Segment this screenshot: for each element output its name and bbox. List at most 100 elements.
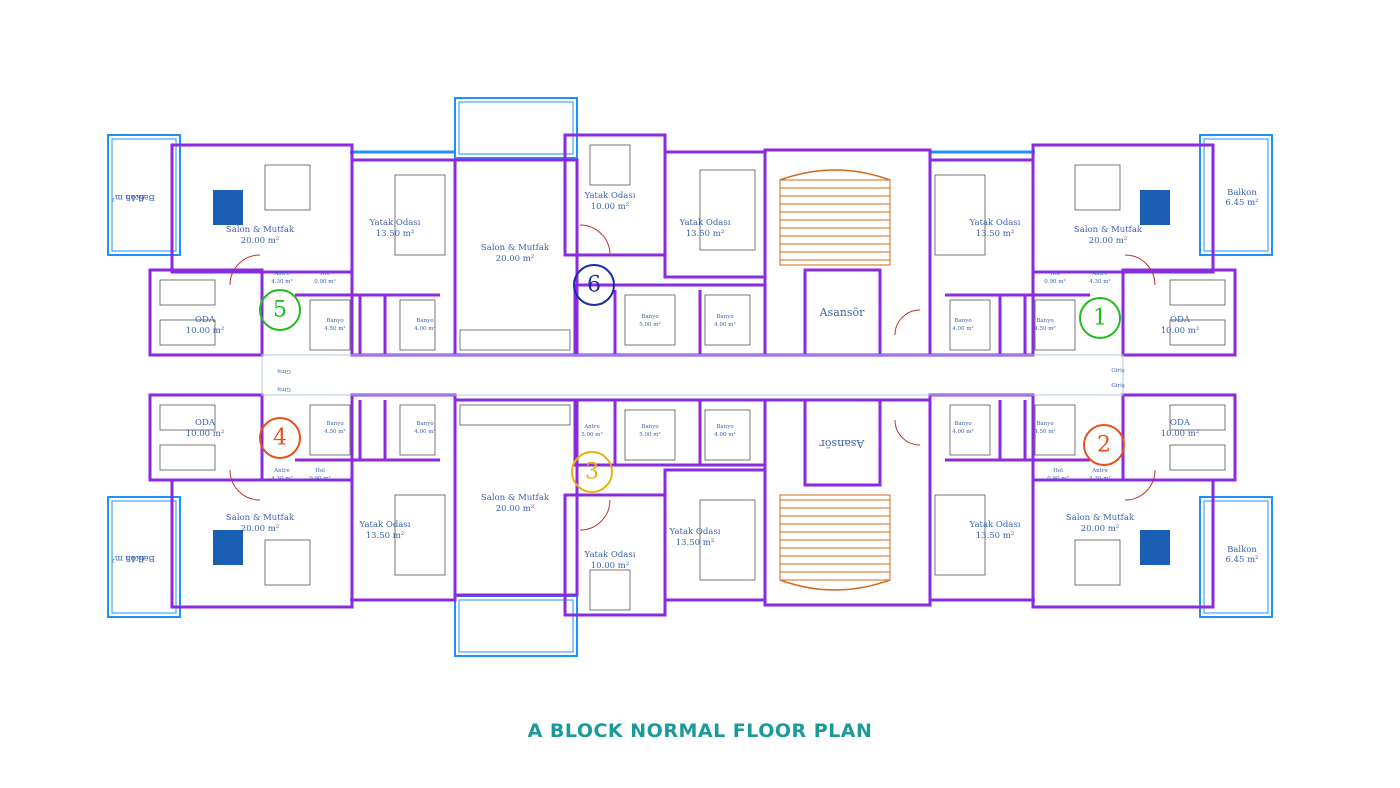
room-area: 4.50 m² xyxy=(1034,428,1055,435)
room-label: Salon & Mutfak xyxy=(481,243,550,253)
balcony-area: 6.45 m² xyxy=(111,192,144,202)
balcony-label: Balkon xyxy=(1227,188,1257,198)
room-area: 4.00 m² xyxy=(952,428,973,435)
room-area: 4.30 m² xyxy=(1089,278,1110,285)
corridor xyxy=(261,354,1124,396)
room-label: Yatak Odası xyxy=(969,218,1021,228)
room-label: Salon & Mutfak xyxy=(1074,225,1143,235)
room-area: 5.00 m² xyxy=(639,431,660,438)
room-area: 10.00 m² xyxy=(186,326,225,336)
room-label: Banyo xyxy=(1036,421,1054,427)
unit-marker-circle-3 xyxy=(571,451,613,493)
room-label: Salon & Mutfak xyxy=(226,513,295,523)
balcony-area: 6.45 m² xyxy=(111,553,144,563)
room-label: Antre xyxy=(1091,468,1108,474)
balcony-area: 6.45 m² xyxy=(1225,555,1258,565)
entrance-label: Giriş xyxy=(1111,368,1125,374)
room-area: 4.50 m² xyxy=(1034,325,1055,332)
room-label: Yatak Odası xyxy=(584,550,636,560)
balconies xyxy=(107,97,1273,657)
room-label: Salon & Mutfak xyxy=(226,225,295,235)
room-label: Banyo xyxy=(716,424,734,430)
room-area: 20.00 m² xyxy=(1081,524,1120,534)
unit-number-4: 4 xyxy=(273,426,287,451)
room-area: 4.00 m² xyxy=(714,431,735,438)
room-area: 0.90 m² xyxy=(309,475,330,482)
room-label: Hol xyxy=(1050,271,1060,277)
unit-marker-circle-6 xyxy=(573,264,615,306)
room-label: Banyo xyxy=(1036,318,1054,324)
fireplaces xyxy=(213,190,1170,565)
unit-marker-circle-1 xyxy=(1079,297,1121,339)
room-label: Yatak Odası xyxy=(369,218,421,228)
elevator-label: Asansör xyxy=(819,306,865,319)
room-label: Salon & Mutfak xyxy=(1066,513,1135,523)
room-area: 0.90 m² xyxy=(1047,475,1068,482)
room-area: 4.30 m² xyxy=(271,475,292,482)
room-label: Yatak Odası xyxy=(679,218,731,228)
room-area: 20.00 m² xyxy=(241,236,280,246)
room-label: Banyo xyxy=(641,314,659,320)
balcony-label: Balkon xyxy=(125,553,155,563)
room-label: Banyo xyxy=(716,314,734,320)
room-area: 4.00 m² xyxy=(414,325,435,332)
room-area: 13.50 m² xyxy=(976,229,1015,239)
room-area: 4.00 m² xyxy=(952,325,973,332)
room-label: Banyo xyxy=(641,424,659,430)
room-area: 4.30 m² xyxy=(271,278,292,285)
room-area: 4.30 m² xyxy=(1089,475,1110,482)
unit-number-1: 1 xyxy=(1093,306,1107,331)
room-area: 13.50 m² xyxy=(366,531,405,541)
room-label: Yatak Odası xyxy=(359,520,411,530)
room-area: 20.00 m² xyxy=(496,504,535,514)
room-label: ODA xyxy=(1170,315,1191,325)
door-swings xyxy=(229,224,1156,531)
room-area: 13.50 m² xyxy=(976,531,1015,541)
entrance-label: Giriş xyxy=(1111,383,1125,389)
balcony-label: Balkon xyxy=(125,192,155,202)
unit-marker-circle-5 xyxy=(259,289,301,331)
room-area: 0.90 m² xyxy=(314,278,335,285)
room-area: 10.00 m² xyxy=(591,561,630,571)
room-area: 10.00 m² xyxy=(186,429,225,439)
room-area: 10.00 m² xyxy=(1161,429,1200,439)
room-label: ODA xyxy=(195,418,216,428)
entrance-label: Giriş xyxy=(277,386,291,392)
room-label: Antre xyxy=(273,271,290,277)
room-area: 10.00 m² xyxy=(1161,326,1200,336)
room-label: Banyo xyxy=(954,318,972,324)
room-area: 4.00 m² xyxy=(414,428,435,435)
unit-number-2: 2 xyxy=(1097,433,1111,458)
room-area: 13.50 m² xyxy=(676,538,715,548)
room-label: Yatak Odası xyxy=(669,527,721,537)
room-label: Antre xyxy=(583,424,600,430)
room-label: Banyo xyxy=(416,318,434,324)
unit-number-6: 6 xyxy=(587,273,601,298)
room-label: Banyo xyxy=(416,421,434,427)
room-area: 20.00 m² xyxy=(496,254,535,264)
room-label: Banyo xyxy=(326,318,344,324)
unit-number-3: 3 xyxy=(585,460,599,485)
staircases xyxy=(779,169,891,591)
room-label: Hol xyxy=(315,468,325,474)
room-label: Banyo xyxy=(954,421,972,427)
room-area: 13.50 m² xyxy=(686,229,725,239)
balcony-label: Balkon xyxy=(1227,545,1257,555)
room-area: 20.00 m² xyxy=(241,524,280,534)
room-label: ODA xyxy=(195,315,216,325)
room-area: 13.50 m² xyxy=(376,229,415,239)
room-label: Banyo xyxy=(326,421,344,427)
room-label: Antre xyxy=(1091,271,1108,277)
room-area: 4.00 m² xyxy=(714,321,735,328)
room-area: 20.00 m² xyxy=(1089,236,1128,246)
room-area: 4.50 m² xyxy=(324,325,345,332)
room-label: Antre xyxy=(273,468,290,474)
room-area: 0.90 m² xyxy=(1044,278,1065,285)
room-area: 10.00 m² xyxy=(591,202,630,212)
room-label: Yatak Odası xyxy=(969,520,1021,530)
room-label: Hol xyxy=(1053,468,1063,474)
room-area: 5.00 m² xyxy=(639,321,660,328)
furniture xyxy=(159,144,1226,611)
